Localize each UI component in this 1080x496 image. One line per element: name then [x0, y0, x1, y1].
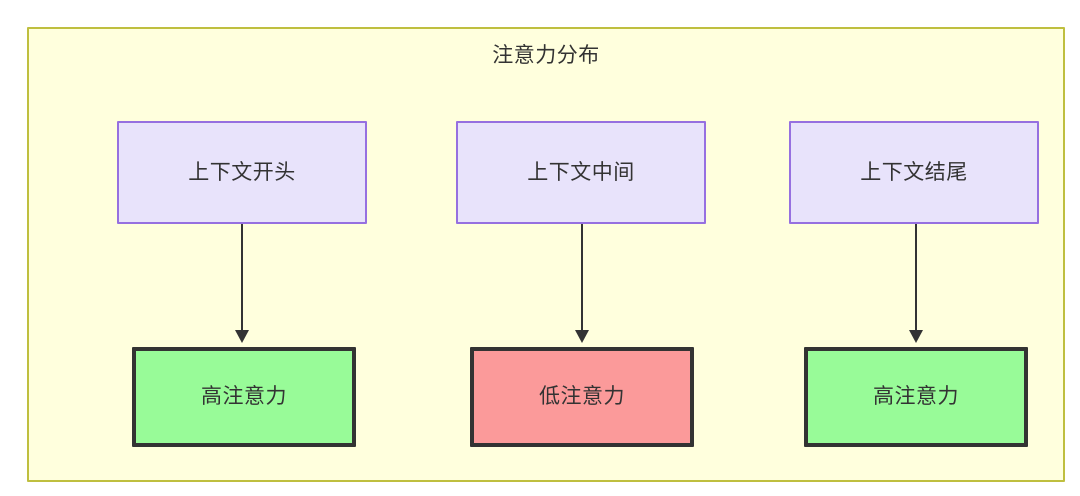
- arrow-shaft: [241, 224, 243, 334]
- node-context-end[interactable]: 上下文结尾: [789, 121, 1039, 224]
- arrow-end-to-high: [909, 224, 923, 347]
- node-high-attention-end-label: 高注意力: [873, 385, 959, 408]
- arrow-head-down-icon: [235, 330, 249, 343]
- node-high-attention-end[interactable]: 高注意力: [804, 347, 1028, 447]
- node-high-attention-start-label: 高注意力: [201, 385, 287, 408]
- arrow-start-to-high: [235, 224, 249, 347]
- arrow-head-down-icon: [909, 330, 923, 343]
- attention-distribution-subgraph: 注意力分布 上下文开头 上下文中间 上下文结尾 高注意力 低: [27, 27, 1065, 482]
- node-high-attention-start[interactable]: 高注意力: [132, 347, 356, 447]
- node-context-middle[interactable]: 上下文中间: [456, 121, 706, 224]
- arrow-middle-to-low: [575, 224, 589, 347]
- node-context-start[interactable]: 上下文开头: [117, 121, 367, 224]
- node-context-start-label: 上下文开头: [188, 160, 296, 184]
- arrow-shaft: [581, 224, 583, 334]
- subgraph-title: 注意力分布: [492, 44, 600, 67]
- arrow-shaft: [915, 224, 917, 334]
- arrow-head-down-icon: [575, 330, 589, 343]
- node-context-middle-label: 上下文中间: [527, 160, 635, 184]
- node-low-attention-middle[interactable]: 低注意力: [470, 347, 694, 447]
- node-context-end-label: 上下文结尾: [860, 160, 968, 184]
- node-low-attention-middle-label: 低注意力: [539, 385, 625, 408]
